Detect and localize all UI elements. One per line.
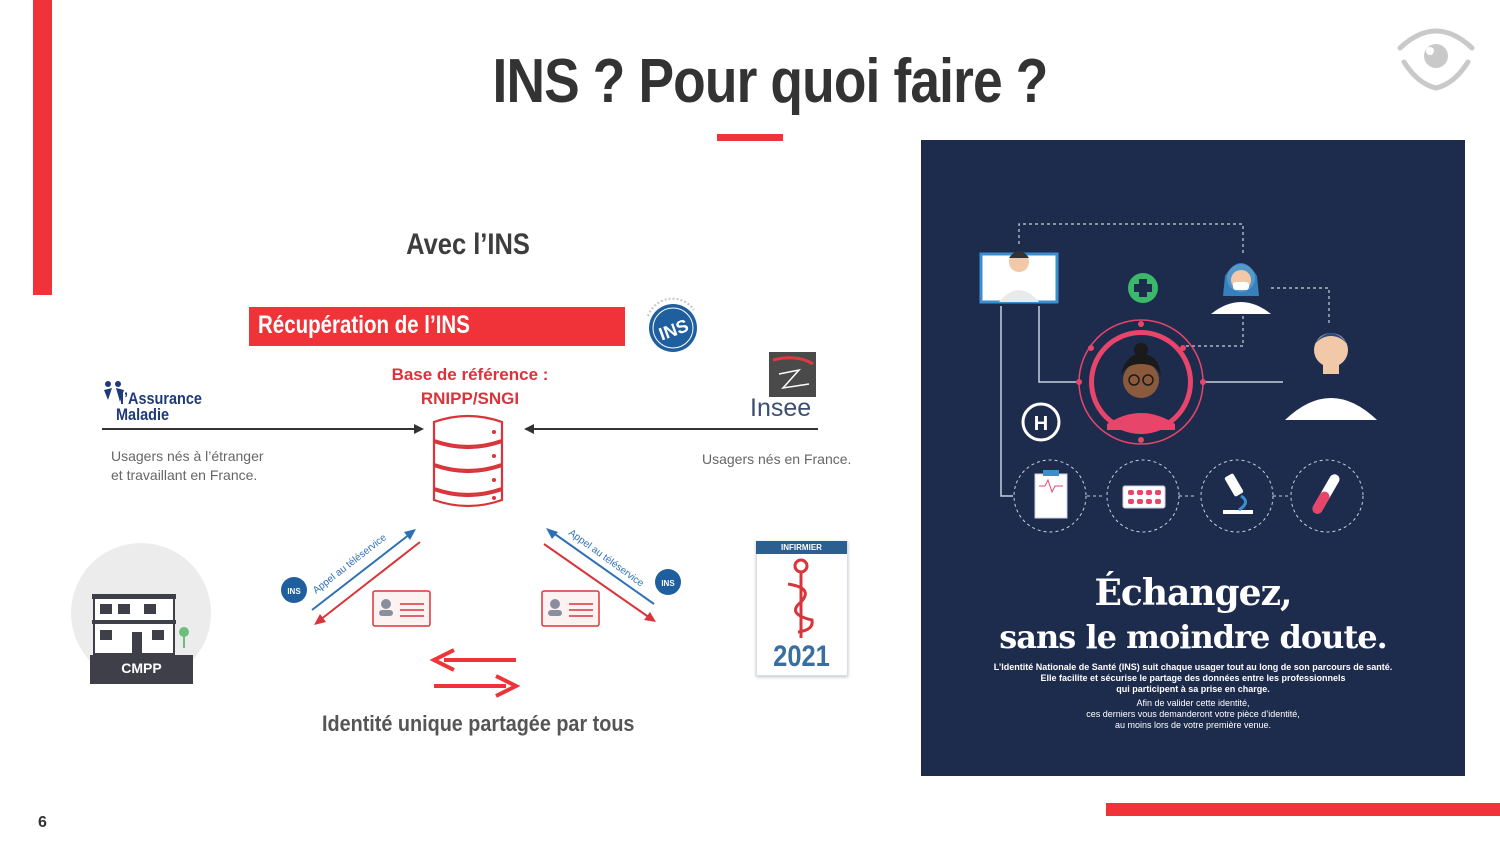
insee-label: Insee [750, 394, 812, 422]
cmpp-label: CMPP [121, 660, 162, 676]
poster-p2-line3: au moins lors de votre première venue. [1114, 720, 1272, 730]
eye-logo-icon [1397, 28, 1475, 91]
svg-text:INS: INS [661, 579, 675, 588]
swap-arrows-icon [430, 648, 520, 698]
base-reference-line2: RNIPP/SNGI [420, 389, 520, 408]
recuperation-banner [249, 307, 625, 346]
building-icon [92, 594, 189, 655]
ins-poster [921, 140, 1465, 776]
poster-illustration: H [979, 223, 1377, 533]
assurance-maladie-line2: Maladie [116, 405, 170, 424]
recuperation-label: Récupération de l’INS [258, 311, 470, 339]
left-teleservice-arrows: Appel au téléservice INS [281, 529, 421, 625]
identite-unique-label: Identité unique partagée par tous [322, 711, 635, 736]
poster-p1-line1: L’Identité Nationale de Santé (INS) suit… [993, 662, 1393, 672]
id-card-icon [372, 590, 431, 627]
microscope-icon [1223, 473, 1253, 514]
medical-cross-icon [1128, 273, 1158, 303]
base-reference-line1: Base de référence : [391, 365, 549, 384]
hospital-icon: H [1021, 402, 1061, 442]
assurance-maladie-logo-icon [104, 381, 124, 402]
title-underline [717, 134, 783, 141]
nurse-card-header-bar [756, 541, 847, 554]
usagers-france-label: Usagers nés en France. [702, 451, 852, 467]
svg-text:H: H [1034, 413, 1048, 435]
poster-p2-line1: Afin de valider cette identité, [1136, 698, 1250, 708]
page-number: 6 [38, 814, 47, 831]
usagers-etranger-label: Usagers nés à l’étranger et travaillant … [111, 447, 264, 485]
doctor-icon [1285, 333, 1377, 420]
slide-title: INS ? Pour quoi faire ? [492, 47, 1049, 116]
poster-headline-1: Échangez, [1094, 572, 1292, 614]
svg-text:INS: INS [287, 587, 301, 596]
ins-badge-icon: INS [647, 297, 697, 352]
id-card-icon [541, 590, 600, 627]
bottom-accent-bar [1106, 803, 1500, 816]
poster-paragraph-1: L’Identité Nationale de Santé (INS) suit… [960, 662, 1426, 695]
nurse-icon [1211, 263, 1271, 314]
database-icon [432, 414, 504, 508]
base-reference-label: Base de référence : RNIPP/SNGI [370, 363, 570, 411]
pills-icon [1122, 485, 1166, 509]
doctor-icon [979, 251, 1059, 304]
usagers-etranger-line1: Usagers nés à l’étranger [111, 448, 264, 464]
clipboard-icon [1034, 470, 1068, 519]
usagers-etranger-line2: et travaillant en France. [111, 467, 258, 483]
cmpp-label-box [90, 655, 193, 684]
caduceus-icon [787, 558, 814, 638]
poster-paragraph-2: Afin de valider cette identité, ces dern… [960, 698, 1426, 731]
nurse-card-year: 2021 [773, 640, 830, 673]
poster-headline-2: sans le moindre doute. [999, 618, 1387, 656]
assurance-maladie-line1: l’Assurance [120, 389, 202, 408]
right-teleservice-arrows: Appel au téléservice INS [543, 528, 681, 622]
arrows-to-database [102, 424, 818, 434]
diagram-heading: Avec l’INS [406, 228, 530, 261]
poster-p2-line2: ces derniers vous demanderont votre pièc… [1086, 709, 1300, 719]
svg-text:Appel au téléservice: Appel au téléservice [566, 528, 646, 590]
left-accent-bar [33, 0, 52, 295]
patient-icon [1107, 343, 1175, 430]
insee-logo-icon [769, 352, 816, 397]
poster-p1-line3: qui participent à sa prise en charge. [1116, 684, 1270, 694]
poster-p1-line2: Elle facilite et sécurise le partage des… [1040, 673, 1346, 683]
nurse-card-header: INFIRMIER [781, 543, 822, 552]
svg-text:Appel au téléservice: Appel au téléservice [311, 532, 389, 596]
test-tube-icon [1312, 474, 1340, 514]
